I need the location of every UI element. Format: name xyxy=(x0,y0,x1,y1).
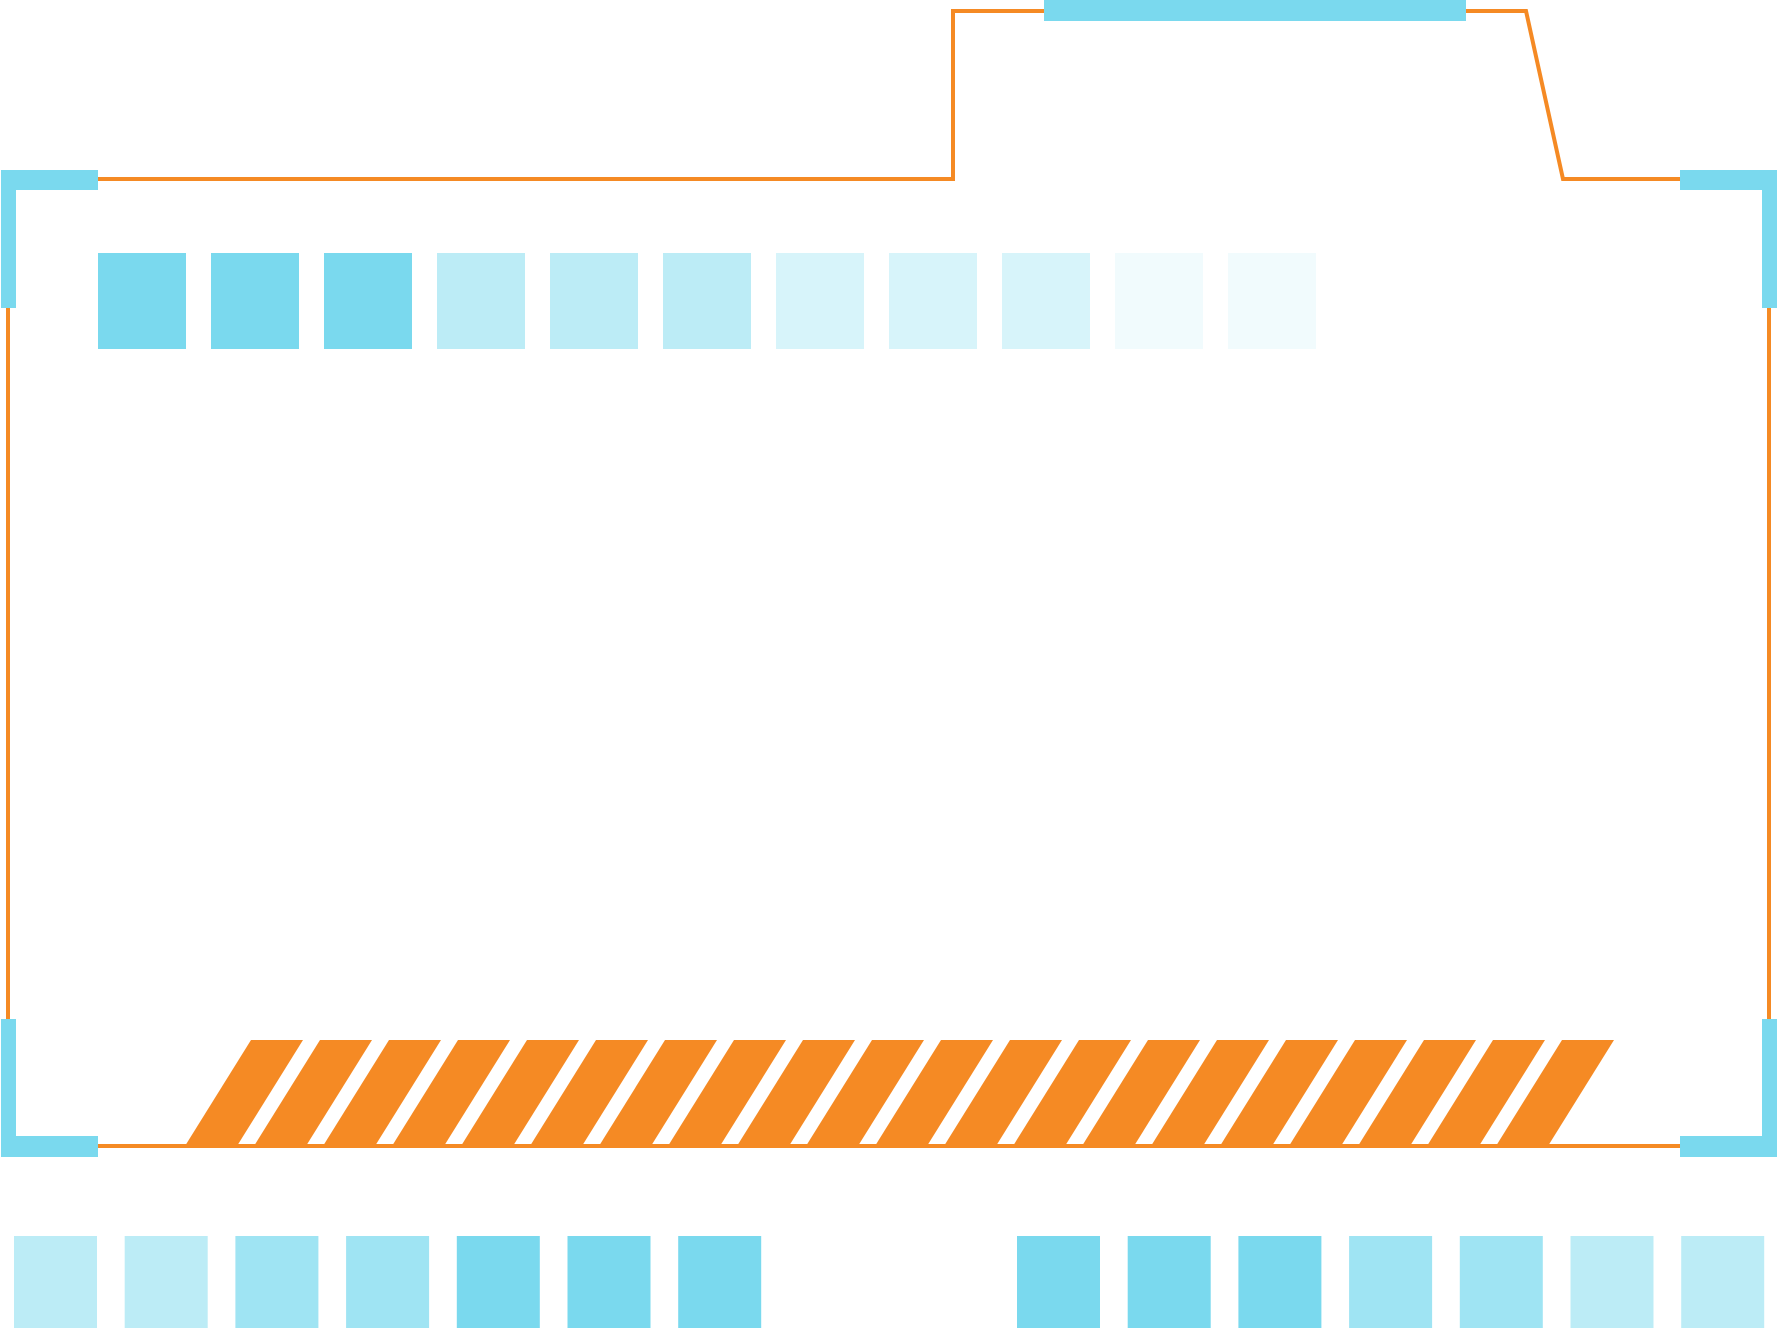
top-square xyxy=(663,253,751,349)
bottom-right-square xyxy=(1681,1236,1765,1328)
hazard-stripe-band xyxy=(185,1040,1614,1146)
corner-bracket-bottom-left xyxy=(1,1019,98,1157)
hazard-stripe xyxy=(1082,1040,1200,1146)
top-square xyxy=(98,253,186,349)
hazard-stripe xyxy=(461,1040,579,1146)
top-square-row xyxy=(98,253,1316,349)
bottom-right-square xyxy=(1238,1236,1322,1328)
top-square xyxy=(324,253,412,349)
hazard-stripe xyxy=(530,1040,648,1146)
hazard-stripe xyxy=(806,1040,924,1146)
bottom-left-square xyxy=(567,1236,651,1328)
bottom-right-square xyxy=(1570,1236,1654,1328)
hazard-stripe xyxy=(1013,1040,1131,1146)
bottom-left-square xyxy=(346,1236,430,1328)
hazard-stripe xyxy=(944,1040,1062,1146)
bottom-right-square xyxy=(1459,1236,1543,1328)
hazard-stripe xyxy=(392,1040,510,1146)
hazard-stripe xyxy=(323,1040,441,1146)
top-square xyxy=(776,253,864,349)
hazard-stripe xyxy=(1427,1040,1545,1146)
bottom-right-square xyxy=(1127,1236,1211,1328)
hazard-stripe xyxy=(875,1040,993,1146)
top-square xyxy=(437,253,525,349)
bottom-right-square-row xyxy=(1017,1236,1765,1328)
hazard-stripe xyxy=(1220,1040,1338,1146)
hazard-stripe xyxy=(737,1040,855,1146)
corner-bracket-top-right xyxy=(1680,170,1777,308)
corner-bracket-top-left xyxy=(1,170,98,308)
top-square xyxy=(889,253,977,349)
hazard-stripe xyxy=(1496,1040,1614,1146)
hazard-stripe xyxy=(1358,1040,1476,1146)
bottom-left-square xyxy=(235,1236,319,1328)
top-square xyxy=(1115,253,1203,349)
frame-outline xyxy=(6,9,1771,1148)
hazard-stripe xyxy=(668,1040,786,1146)
bottom-left-square xyxy=(124,1236,208,1328)
hazard-stripe xyxy=(1289,1040,1407,1146)
bottom-left-square xyxy=(678,1236,762,1328)
bottom-left-square-row xyxy=(14,1236,762,1328)
bottom-left-square xyxy=(456,1236,540,1328)
bottom-left-square xyxy=(14,1236,97,1328)
hazard-stripe xyxy=(185,1040,303,1146)
bottom-right-square xyxy=(1017,1236,1100,1328)
corner-bracket-bottom-right xyxy=(1680,1019,1777,1157)
top-square xyxy=(550,253,638,349)
top-tab-accent-bar xyxy=(1044,0,1466,21)
top-square xyxy=(211,253,299,349)
hazard-stripe xyxy=(254,1040,372,1146)
bottom-right-square xyxy=(1349,1236,1433,1328)
top-square xyxy=(1228,253,1316,349)
hazard-stripe xyxy=(599,1040,717,1146)
top-square xyxy=(1002,253,1090,349)
hazard-stripe xyxy=(1151,1040,1269,1146)
